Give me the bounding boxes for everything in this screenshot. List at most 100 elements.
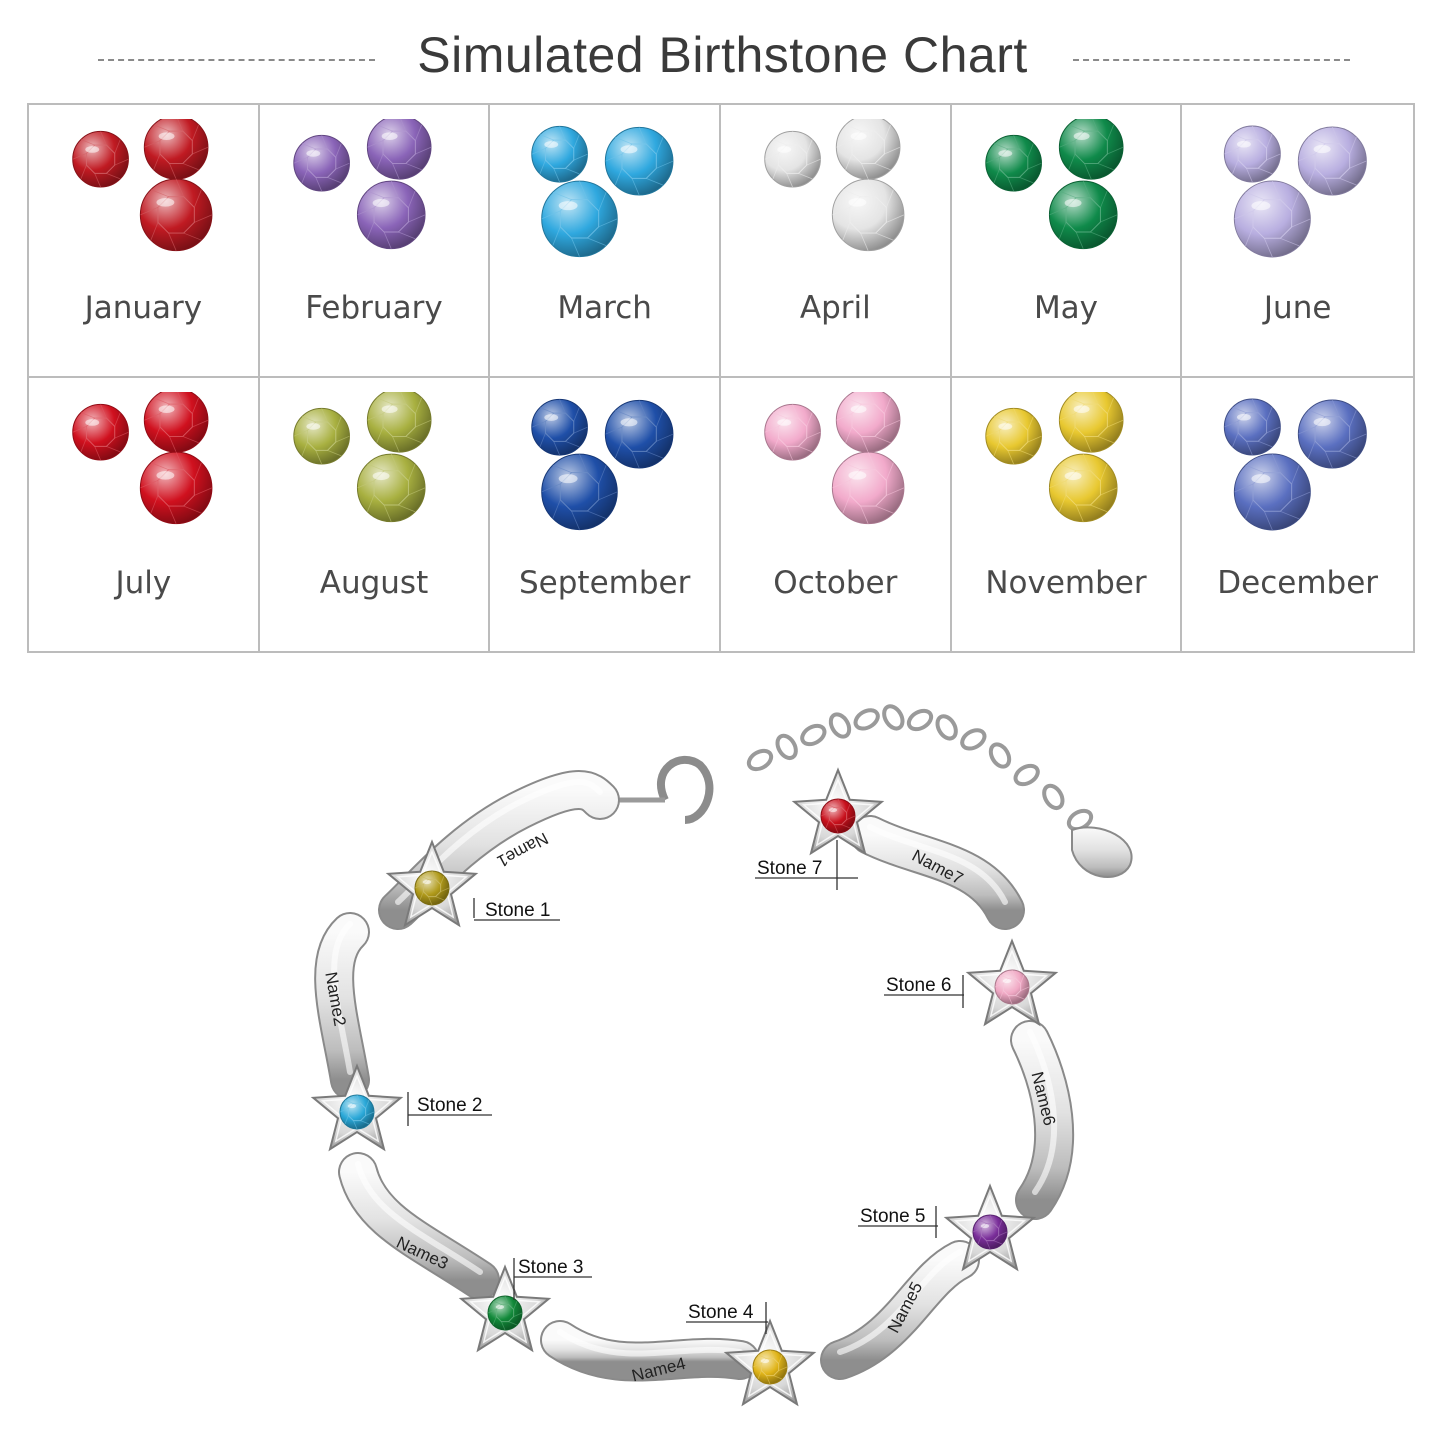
gem [139, 451, 213, 525]
stone-callout: Stone 4 [686, 1302, 768, 1334]
emerald-gems-icon [952, 119, 1181, 269]
month-cell-july: July [29, 378, 260, 651]
stone-label: Stone 1 [485, 900, 551, 921]
header-left-rule [98, 59, 375, 61]
gem [356, 180, 426, 250]
month-label: June [1263, 290, 1332, 326]
chain-link [775, 733, 798, 761]
gem [605, 399, 674, 469]
gem [764, 130, 821, 188]
chain-link [1042, 783, 1065, 811]
gem [1224, 398, 1282, 456]
gem [143, 392, 209, 453]
month-label: August [319, 565, 429, 601]
gem [764, 403, 821, 461]
amethyst-gems-icon [260, 119, 489, 269]
month-label: November [985, 565, 1147, 601]
star-setting [458, 1264, 552, 1353]
stone-callout: Stone 1 [473, 898, 560, 921]
star-setting [791, 767, 885, 856]
gem [72, 403, 129, 461]
stone-callout: Stone 2 [407, 1092, 492, 1126]
gem [414, 870, 450, 906]
header-right-rule [1073, 59, 1350, 61]
gem [139, 178, 213, 252]
aquamarine-gems-icon [490, 119, 719, 269]
gem [292, 407, 350, 465]
stone-label: Stone 4 [688, 1302, 754, 1323]
month-cell-march: March [490, 105, 721, 378]
tanzanite-gems-icon [1182, 392, 1413, 542]
gem [531, 398, 589, 456]
chain-link [853, 708, 880, 731]
gem [1048, 180, 1118, 250]
month-label: April [799, 290, 871, 326]
stone-label: Stone 2 [417, 1095, 483, 1116]
stone-label: Stone 5 [860, 1206, 926, 1227]
gem [984, 407, 1042, 465]
ruby-gems-icon [29, 392, 258, 542]
star-setting [385, 839, 479, 928]
chain-link [960, 728, 987, 751]
gem [831, 451, 905, 525]
alexandrite-gems-icon [1182, 119, 1413, 269]
month-label: March [557, 290, 652, 326]
tourmaline-gems-icon [721, 392, 950, 542]
gem [1234, 453, 1312, 531]
diamond-gems-icon [721, 119, 950, 269]
month-cell-april: April [721, 105, 952, 378]
month-cell-august: August [260, 378, 491, 651]
month-cell-january: January [29, 105, 260, 378]
gem [1298, 126, 1368, 196]
chain-link [988, 742, 1012, 769]
stone-label: Stone 6 [886, 975, 952, 996]
month-cell-december: December [1182, 378, 1413, 651]
gem [487, 1295, 523, 1331]
sapphire-gems-icon [490, 392, 719, 542]
gem [1234, 180, 1312, 258]
stone-callout: Stone 7 [755, 840, 858, 890]
gem [72, 130, 129, 188]
month-label: September [518, 565, 691, 601]
garnet-gems-icon [29, 119, 258, 269]
month-label: July [115, 565, 172, 601]
bracelet-bar: Name7 [850, 815, 1025, 930]
gem [366, 392, 432, 453]
chart-header: Simulated Birthstone Chart [0, 20, 1445, 100]
chain-link [746, 748, 774, 772]
gem [1058, 119, 1124, 180]
gem [835, 392, 901, 453]
bracelet-bar: Name6 [1010, 1020, 1075, 1220]
gem [366, 119, 432, 180]
month-label: May [1033, 290, 1099, 326]
chain-link [1013, 763, 1040, 787]
bracelet-bar: Name4 [540, 1320, 760, 1386]
gem [984, 134, 1042, 192]
gem [1224, 125, 1282, 183]
month-cell-october: October [721, 378, 952, 651]
gem [820, 798, 856, 834]
stone-label: Stone 7 [757, 858, 823, 879]
citrine-gems-icon [952, 392, 1181, 542]
gem [292, 134, 350, 192]
gem [972, 1214, 1008, 1250]
gem [752, 1349, 788, 1385]
lobster-clasp [656, 756, 714, 824]
gem [356, 453, 426, 523]
month-cell-september: September [490, 378, 721, 651]
gem [541, 180, 619, 258]
month-label: February [305, 290, 443, 326]
page-title: Simulated Birthstone Chart [417, 27, 1028, 83]
gem [835, 119, 901, 180]
stone-callout: Stone 6 [884, 975, 964, 1008]
bracelet-bar: Name3 [338, 1152, 500, 1300]
gem [605, 126, 674, 196]
bracelet-bar: Name5 [820, 1240, 980, 1380]
gem [143, 119, 209, 180]
teardrop-charm [1071, 826, 1133, 878]
month-cell-may: May [951, 105, 1183, 378]
month-cell-february: February [259, 105, 491, 378]
star-setting [723, 1318, 817, 1407]
